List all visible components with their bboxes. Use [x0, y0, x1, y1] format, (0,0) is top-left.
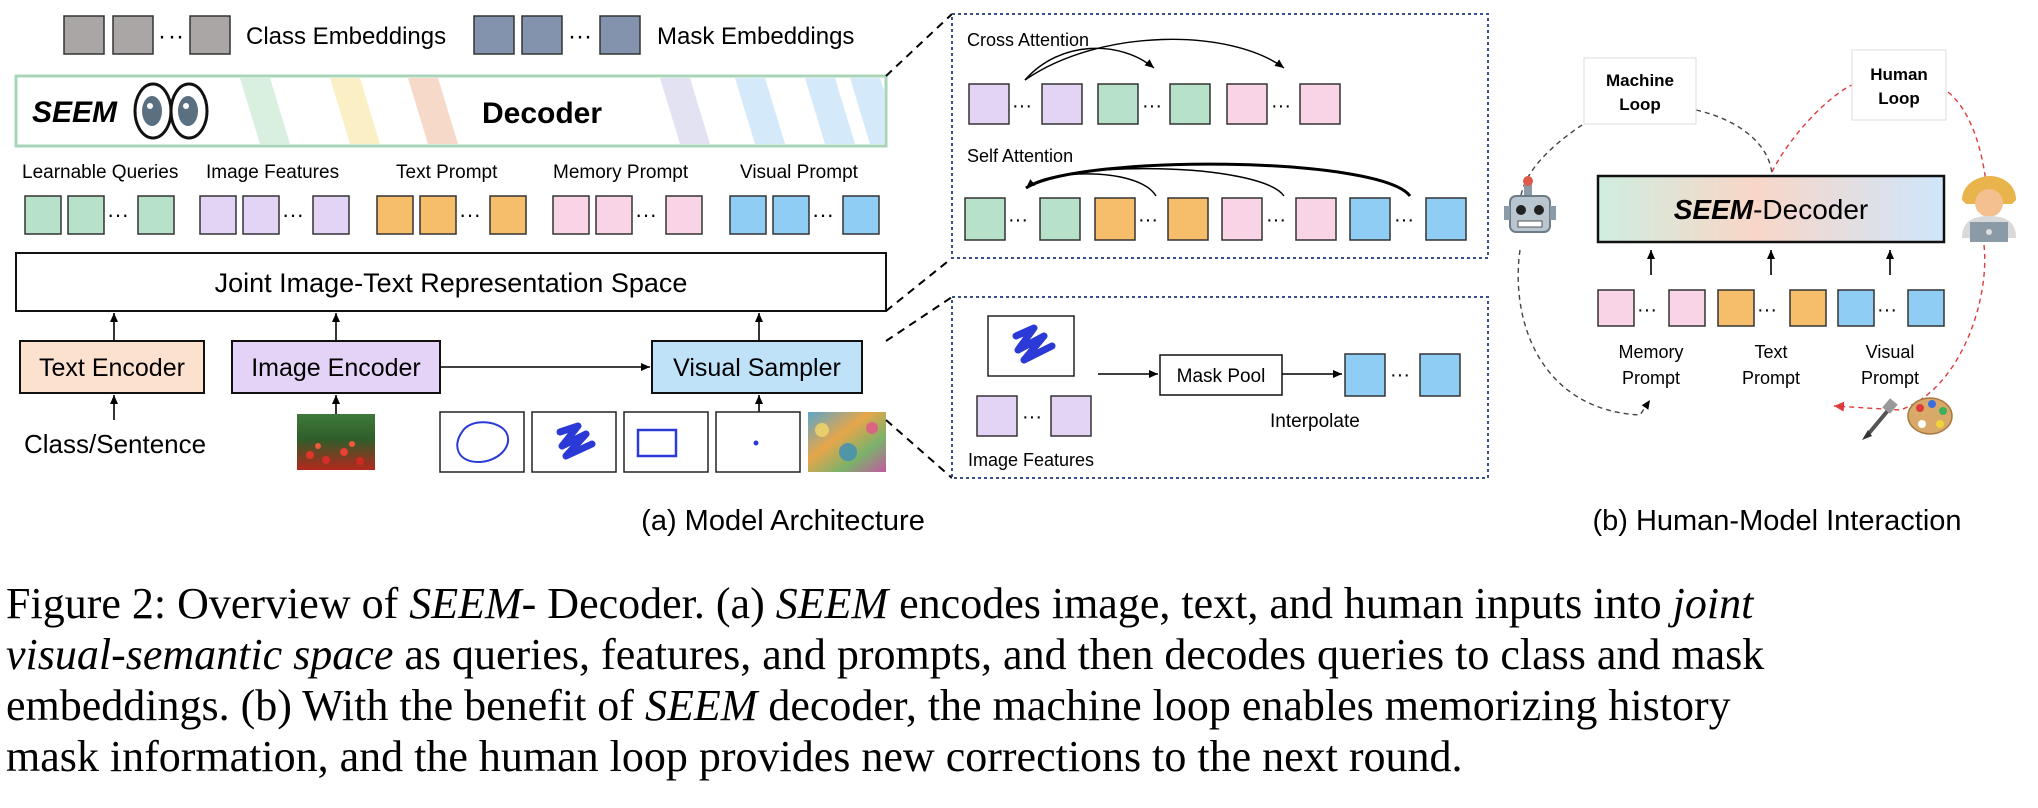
mask-embeddings-label: Mask Embeddings — [657, 23, 854, 50]
query-token — [24, 195, 62, 235]
seem-decoder-bar: SEEM Decoder — [14, 74, 888, 148]
svg-text:···: ··· — [1637, 299, 1657, 321]
visual-prompt-label: Prompt — [1861, 368, 1919, 388]
text-prompt-token — [489, 195, 527, 235]
stroke-outline-icon — [456, 421, 509, 464]
svg-text:···: ··· — [1394, 209, 1414, 231]
svg-text:···: ··· — [107, 202, 129, 227]
svg-text:···: ··· — [635, 202, 657, 227]
memory-prompt-label: Memory — [1618, 342, 1683, 362]
svg-text:···: ··· — [1008, 209, 1028, 231]
visual-sampler: Visual Sampler — [651, 340, 863, 394]
seem-decoder-box — [1596, 174, 1946, 244]
joint-representation-space: Joint Image-Text Representation Space — [15, 252, 887, 312]
image-feature-token — [312, 195, 350, 235]
decoder-suffix: -Decoder — [1753, 194, 1868, 225]
mask-pool-box — [1159, 354, 1283, 396]
svg-text:···: ··· — [568, 23, 592, 50]
svg-text:··: ·· — [168, 23, 184, 50]
paintbrush-icon — [1862, 398, 1898, 440]
attention-panel: Cross Attention ··· ··· ··· Self Attenti… — [951, 13, 1489, 259]
svg-text:···: ··· — [1877, 299, 1897, 321]
memory-prompt-label: Prompt — [1622, 368, 1680, 388]
input-image-thumbnail — [297, 414, 375, 470]
text-encoder: Text Encoder — [19, 340, 205, 394]
learnable-queries-label: Learnable Queries — [22, 162, 178, 183]
scribble-icon — [1012, 324, 1056, 364]
class-embeddings-legend: ··· Class Embeddings — [63, 15, 446, 55]
machine-loop-box — [1583, 57, 1697, 125]
text-prompt-label: Prompt — [1742, 368, 1800, 388]
svg-text:SEEM-Decoder: SEEM-Decoder — [1674, 194, 1869, 225]
svg-text:···: ··· — [1390, 364, 1410, 386]
mask-embeddings-legend: ··· Mask Embeddings — [473, 15, 854, 55]
class-sentence-label: Class/Sentence — [24, 429, 206, 459]
svg-text:Joint Image-Text Representatio: Joint Image-Text Representation Space — [215, 268, 688, 298]
machine-loop-label: Machine — [1606, 71, 1674, 90]
svg-text:···: ··· — [459, 202, 481, 227]
machine-loop-label: Loop — [1619, 95, 1661, 114]
visual-sampler-panel: ··· Image Features Mask Pool ··· Interpo… — [951, 296, 1489, 479]
reference-image-thumbnail — [808, 412, 886, 472]
memory-prompt-label: Memory Prompt — [553, 162, 689, 183]
scribble-icon — [556, 422, 596, 460]
mask-pool-label: Mask Pool — [1177, 366, 1266, 387]
visual-prompt-token — [729, 195, 767, 235]
text-prompt-label: Text Prompt — [396, 162, 498, 183]
visual-prompt-label: Visual Prompt — [740, 162, 859, 183]
visual-prompt-label: Visual — [1866, 342, 1915, 362]
decoder-brand: SEEM — [32, 96, 118, 129]
decoder-label: Decoder — [482, 97, 602, 130]
visual-prompt-token — [842, 195, 880, 235]
svg-text:···: ··· — [1142, 95, 1162, 117]
human-loop-label: Loop — [1878, 89, 1920, 108]
text-prompt-label: Text — [1754, 342, 1787, 362]
svg-text:Image Encoder: Image Encoder — [251, 354, 421, 382]
visual-prompt-token — [772, 195, 810, 235]
image-features-label: Image Features — [206, 162, 339, 183]
svg-text:···: ··· — [1012, 95, 1032, 117]
svg-text:···: ··· — [1138, 209, 1158, 231]
image-feature-token — [242, 195, 280, 235]
person-at-laptop-icon — [1962, 176, 2016, 242]
subcaption-a: (a) Model Architecture — [641, 505, 925, 537]
text-prompt-token — [419, 195, 457, 235]
subcaption-b: (b) Human-Model Interaction — [1592, 505, 1961, 537]
box-prompt-icon — [636, 428, 678, 458]
human-model-interaction: Machine Loop Human Loop SEEM-Decoder — [1504, 49, 2016, 440]
svg-text:···: ··· — [1266, 209, 1286, 231]
palette-icon — [1907, 397, 1953, 435]
point-prompt-icon — [753, 440, 759, 446]
eyes-icon — [133, 82, 209, 140]
human-loop-label: Human — [1870, 65, 1928, 84]
svg-text:···: ··· — [1757, 299, 1777, 321]
figure-diagram: ··· Class Embeddings ··· Mask Embeddings… — [14, 13, 2016, 537]
svg-text:···: ··· — [812, 202, 834, 227]
class-embeddings-label: Class Embeddings — [246, 23, 446, 50]
image-features-caption: Image Features — [968, 450, 1094, 470]
self-attention-label: Self Attention — [967, 146, 1073, 166]
memory-prompt-token — [552, 195, 590, 235]
decoder-brand: SEEM — [1674, 194, 1754, 225]
image-feature-token — [199, 195, 237, 235]
memory-prompt-token — [665, 195, 703, 235]
query-token — [67, 195, 105, 235]
svg-text:···: ··· — [1271, 95, 1291, 117]
cross-attention-label: Cross Attention — [967, 30, 1089, 50]
robot-icon — [1504, 176, 1556, 233]
svg-text:Visual Sampler: Visual Sampler — [673, 354, 841, 382]
query-token — [137, 195, 175, 235]
interpolate-label: Interpolate — [1270, 411, 1360, 432]
visual-prompt-inputs — [439, 411, 801, 473]
svg-text:···: ··· — [282, 202, 304, 227]
image-encoder: Image Encoder — [231, 340, 441, 394]
memory-prompt-token — [595, 195, 633, 235]
figure-caption: Figure 2: Overview of SEEM- Decoder. (a)… — [6, 579, 1765, 781]
svg-text:Text Encoder: Text Encoder — [39, 354, 185, 382]
human-loop-box — [1851, 49, 1947, 121]
token-row — [24, 195, 880, 235]
svg-text:·: · — [158, 23, 166, 50]
text-prompt-token — [376, 195, 414, 235]
svg-text:···: ··· — [1022, 406, 1042, 428]
